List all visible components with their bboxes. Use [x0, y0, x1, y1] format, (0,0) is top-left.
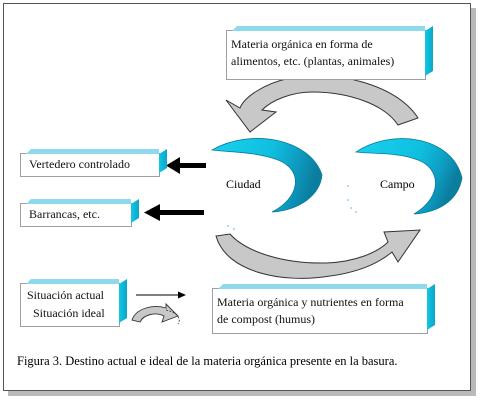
arrow-to-barrancas	[144, 204, 204, 221]
legend-actual-label: Situación actual	[27, 288, 104, 302]
box-3d-top	[26, 149, 159, 154]
box-3d-top	[232, 26, 425, 31]
box-3d-top	[218, 284, 427, 289]
box-organic-food: Materia orgánica en forma de alimentos, …	[226, 26, 426, 80]
legend-ideal-label: Situación ideal	[33, 306, 105, 320]
box-compost-line1: Materia orgánica y nutrientes en forma	[217, 295, 404, 309]
curved-arrow-campo-to-ciudad	[225, 75, 419, 133]
box-3d-top	[26, 199, 131, 204]
box-3d-edge	[131, 199, 139, 223]
box-3d-edge	[425, 26, 433, 76]
box-barrancas-label: Barrancas, etc.	[29, 207, 100, 221]
legend-actual-arrow	[136, 291, 186, 299]
ciudad-label: Ciudad	[226, 177, 261, 191]
figure-caption: Figura 3. Destino actual e ideal de la m…	[17, 354, 398, 368]
campo-node	[354, 138, 463, 215]
box-compost-line2: de compost (humus)	[217, 312, 315, 326]
legend-box: Situación actual Situación ideal	[20, 279, 120, 327]
curved-arrow-ciudad-to-campo	[215, 229, 421, 279]
box-3d-top	[26, 279, 119, 284]
dots	[227, 185, 357, 230]
box-compost: Materia orgánica y nutrientes en forma d…	[212, 284, 428, 334]
ciudad-node	[210, 138, 323, 213]
box-barrancas: Barrancas, etc.	[20, 199, 132, 227]
box-vertedero: Vertedero controlado	[20, 149, 160, 177]
arrow-to-vertedero	[166, 157, 206, 174]
box-3d-edge	[427, 284, 435, 330]
box-organic-food-line2: alimentos, etc. (plantas, animales)	[231, 54, 395, 68]
campo-label: Campo	[380, 177, 415, 191]
legend-ideal-arrow	[131, 302, 179, 323]
box-3d-edge	[119, 279, 127, 323]
box-3d-edge	[159, 149, 167, 173]
box-vertedero-label: Vertedero controlado	[29, 157, 130, 171]
box-organic-food-line1: Materia orgánica en forma de	[231, 37, 373, 51]
